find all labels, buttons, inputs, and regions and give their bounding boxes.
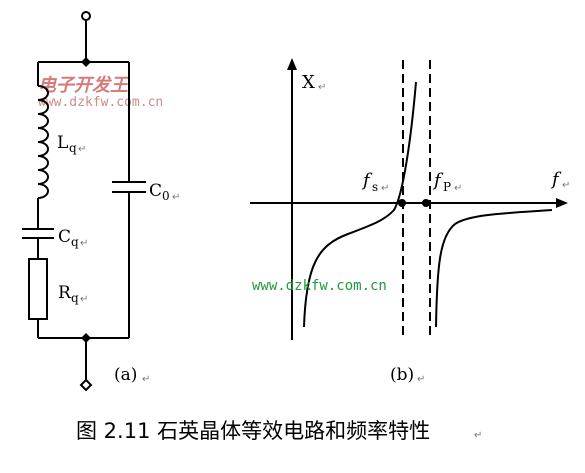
figure-caption: 图 2.11 石英晶体等效电路和频率特性	[76, 419, 430, 443]
return-mark: ↵	[142, 374, 150, 385]
label-inductance-sub: q	[69, 141, 77, 155]
label-a: (a)	[114, 365, 137, 385]
label-inductance: L	[57, 133, 68, 153]
return-mark: ↵	[80, 294, 88, 305]
label-fs-sub: s	[372, 180, 378, 194]
point-fs	[398, 199, 406, 207]
label-c0-sub: 0	[162, 189, 170, 203]
y-axis-label: X	[302, 72, 315, 93]
return-mark: ↵	[417, 374, 425, 385]
label-cq-sub: q	[71, 235, 79, 249]
x-axis-label: f	[550, 169, 562, 190]
reactance-curve-right	[435, 209, 553, 328]
watermark-url-green: www.dzkfw.com.cn	[252, 278, 387, 294]
bottom-junction-dot	[81, 333, 91, 343]
label-b: (b)	[390, 365, 414, 385]
inductor-symbol	[37, 85, 49, 199]
label-cq: C	[58, 227, 71, 247]
bottom-terminal	[79, 378, 93, 392]
reactance-graph	[250, 60, 560, 340]
return-mark: ↵	[562, 180, 570, 191]
resistor-symbol	[28, 258, 48, 320]
top-terminal	[81, 11, 91, 21]
equivalent-circuit	[22, 11, 146, 392]
top-junction-dot	[81, 57, 91, 67]
point-fp	[422, 199, 430, 207]
return-mark: ↵	[172, 192, 180, 203]
label-fp-sub: P	[443, 180, 451, 194]
return-mark: ↵	[318, 82, 326, 93]
watermark-chinese: 电子开发王	[38, 75, 131, 96]
label-rq: R	[58, 283, 72, 303]
watermark-url-red: www.dzkfw.com.cn	[38, 95, 163, 110]
y-axis-arrow	[287, 58, 297, 70]
return-mark: ↵	[474, 430, 482, 441]
return-mark: ↵	[381, 183, 389, 194]
reactance-curve-left	[303, 81, 417, 328]
x-axis-arrow	[556, 198, 568, 208]
label-c0: C	[149, 181, 162, 201]
return-mark: ↵	[78, 144, 86, 155]
return-mark: ↵	[454, 183, 462, 194]
label-rq-sub: q	[71, 291, 79, 305]
return-mark: ↵	[80, 238, 88, 249]
